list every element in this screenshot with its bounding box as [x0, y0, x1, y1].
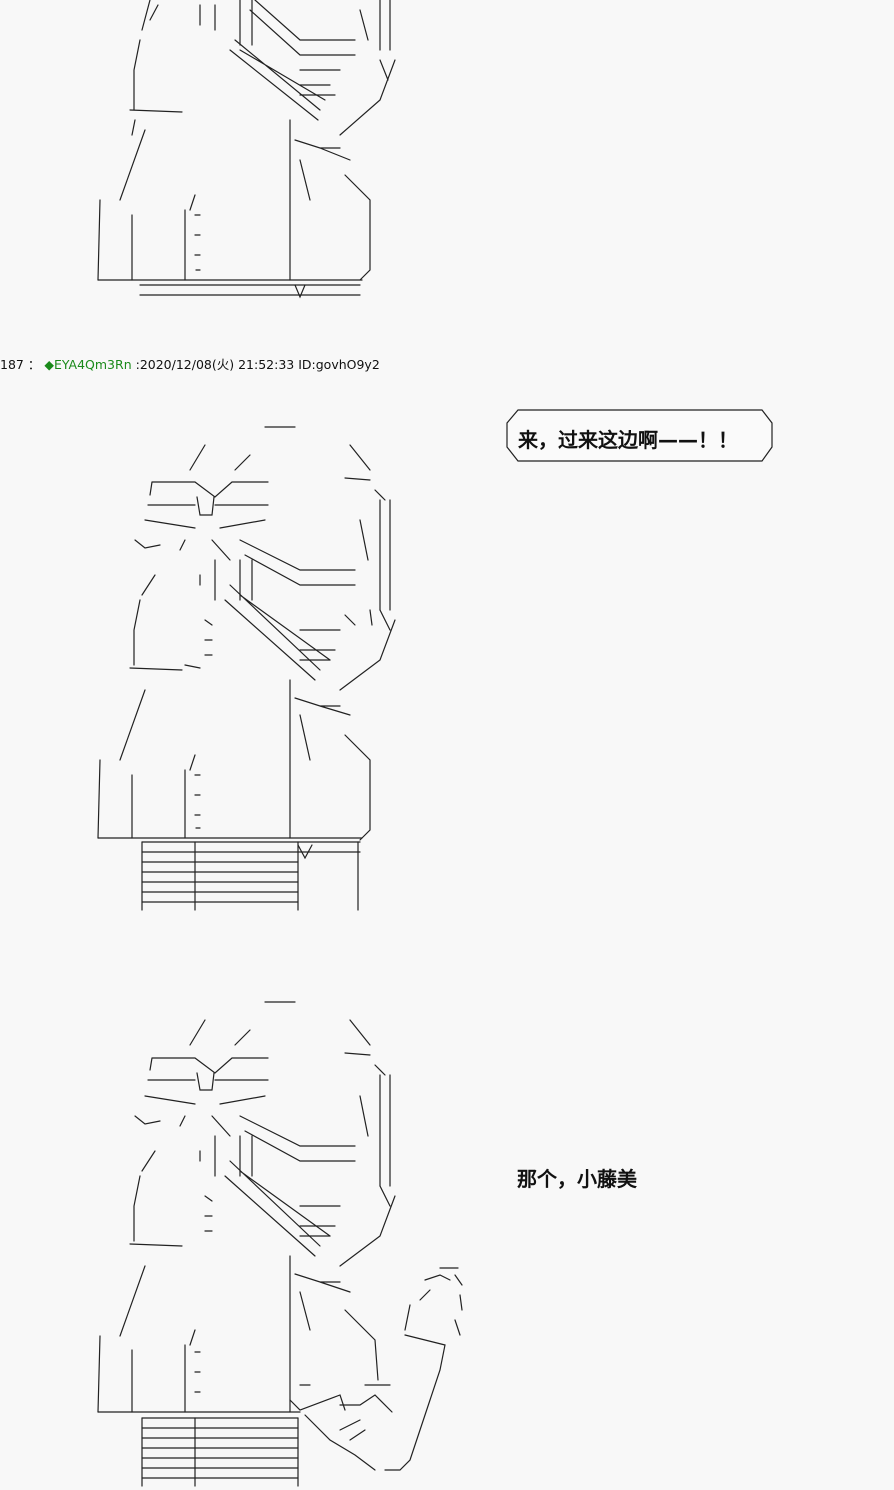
ascii-art-figure-top — [97, 0, 396, 299]
post-separator: ： — [27, 357, 41, 372]
dialogue-line-2: 那个，小藤美 — [517, 1167, 637, 1191]
dialogue-line-1: 来，过来这边啊——！！ — [518, 428, 738, 452]
post-datetime: :2020/12/08(火) 21:52:33 — [135, 357, 295, 372]
post-trip: EYA4Qm3Rn — [53, 357, 132, 372]
trip-mark-icon: ◆ — [44, 357, 54, 372]
post-number: 187 — [0, 357, 24, 372]
post-id: ID:govhO9y2 — [298, 357, 380, 372]
post-header: 187 ： ◆EYA4Qm3Rn :2020/12/08(火) 21:52:33… — [0, 355, 380, 375]
